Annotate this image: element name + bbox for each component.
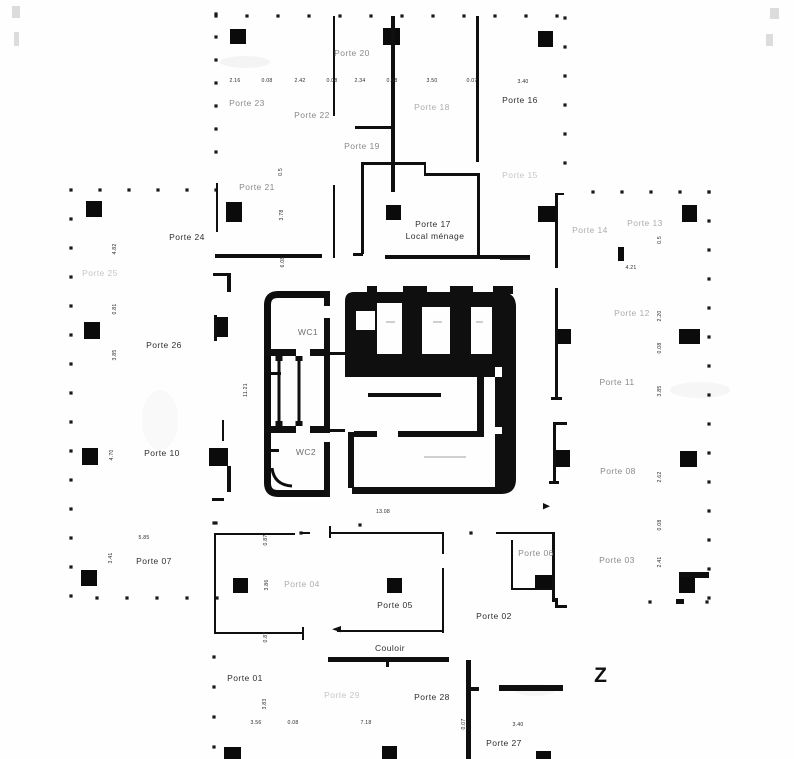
dimension-label: 0.87 — [263, 535, 269, 546]
room-label-porte-07: Porte 07 — [136, 556, 172, 566]
dimension-label: 0.07 — [461, 719, 467, 730]
room-label-porte-15: Porte 15 — [502, 170, 538, 180]
north-symbol: Z — [594, 664, 608, 687]
room-label-wc1: WC1 — [298, 327, 318, 337]
dimension-label: 2.62 — [657, 472, 663, 483]
dimension-label: 2.34 — [355, 78, 366, 84]
dimension-label: 0.5 — [278, 168, 284, 176]
scan-artifacts — [12, 6, 779, 46]
partition-walls — [212, 16, 709, 759]
dimension-label: 3.40 — [518, 79, 529, 85]
dimension-label: 3.50 — [427, 78, 438, 84]
dimension-label: 0.08 — [262, 78, 273, 84]
dimension-label: 0.87 — [263, 632, 269, 643]
room-label-porte-13: Porte 13 — [627, 218, 663, 228]
room-label-porte-29: Porte 29 — [324, 690, 360, 700]
room-label-porte-02: Porte 02 — [476, 611, 512, 621]
room-label-porte-03: Porte 03 — [599, 555, 635, 565]
dimension-label: 7.18 — [361, 720, 372, 726]
room-label-porte-27: Porte 27 — [486, 738, 522, 748]
dimension-label: 2.20 — [657, 311, 663, 322]
dimension-label: 3.41 — [108, 553, 114, 564]
dimension-label: 13.08 — [376, 509, 390, 515]
dimension-label: 4.82 — [112, 244, 118, 255]
room-label-porte-11: Porte 11 — [599, 377, 634, 387]
wc-partition-doors — [275, 356, 303, 426]
scan-smudges — [220, 56, 270, 68]
dimension-label: 4.21 — [626, 265, 637, 271]
room-label-porte-18: Porte 18 — [414, 102, 450, 112]
dimension-label: 5.85 — [139, 535, 150, 541]
room-label-porte-24: Porte 24 — [169, 232, 205, 242]
dimension-label: 0.08 — [387, 78, 398, 84]
room-label-local-menage: Local ménage — [406, 231, 465, 241]
room-label-porte-17: Porte 17 — [415, 219, 451, 229]
dimension-label: 2.41 — [657, 557, 663, 568]
room-label-porte-26: Porte 26 — [146, 340, 182, 350]
room-label-porte-21: Porte 21 — [239, 182, 275, 192]
dimension-label: 3.83 — [262, 699, 268, 710]
dimension-label: 0.08 — [288, 720, 299, 726]
room-label-porte-04: Porte 04 — [284, 579, 320, 589]
dimension-labels: 2.16 0.08 2.42 0.08 2.34 0.08 3.50 0.07 … — [108, 78, 663, 729]
room-labels: Porte 20 Porte 23 Porte 22 Porte 18 Port… — [82, 48, 663, 748]
dimension-label: 11.21 — [243, 383, 249, 397]
dimension-label: 3.78 — [279, 210, 285, 221]
dimension-label: 2.42 — [295, 78, 306, 84]
room-label-couloir: Couloir — [375, 643, 405, 653]
dimension-label: 3.56 — [251, 720, 262, 726]
room-label-porte-19: Porte 19 — [344, 141, 380, 151]
room-label-porte-23: Porte 23 — [229, 98, 265, 108]
dimension-label: 3.86 — [264, 580, 270, 591]
room-label-porte-22: Porte 22 — [294, 110, 330, 120]
room-label-porte-08: Porte 08 — [600, 466, 636, 476]
room-label-wc2: WC2 — [296, 447, 316, 457]
dimension-label: 0.5 — [657, 236, 663, 244]
dimension-label: 2.16 — [230, 78, 241, 84]
dimension-label: 0.08 — [657, 343, 663, 354]
dimension-label: 3.40 — [513, 722, 524, 728]
room-label-porte-10: Porte 10 — [144, 448, 180, 458]
dimension-label: 0.81 — [112, 304, 118, 315]
room-label-porte-06: Porte 06 — [518, 548, 554, 558]
grid-dots — [69, 12, 711, 749]
dimension-label: 0.07 — [467, 78, 478, 84]
structural-columns — [81, 28, 700, 759]
room-label-porte-05: Porte 05 — [377, 600, 413, 610]
room-label-porte-01: Porte 01 — [227, 673, 263, 683]
central-core — [264, 286, 550, 510]
room-label-porte-16: Porte 16 — [502, 95, 538, 105]
room-label-porte-25: Porte 25 — [82, 268, 118, 278]
dimension-label: 3.85 — [657, 386, 663, 397]
room-label-porte-20: Porte 20 — [334, 48, 370, 58]
room-label-porte-28: Porte 28 — [414, 692, 450, 702]
wc-block-outer-wall — [264, 291, 330, 497]
room-label-porte-14: Porte 14 — [572, 225, 608, 235]
room-label-porte-12: Porte 12 — [614, 308, 650, 318]
dimension-label: 0.08 — [327, 78, 338, 84]
dimension-label: 3.85 — [112, 350, 118, 361]
dimension-label: 0.08 — [657, 520, 663, 531]
dimension-label: 6.08 — [280, 257, 286, 268]
dimension-label: 4.70 — [109, 450, 115, 461]
